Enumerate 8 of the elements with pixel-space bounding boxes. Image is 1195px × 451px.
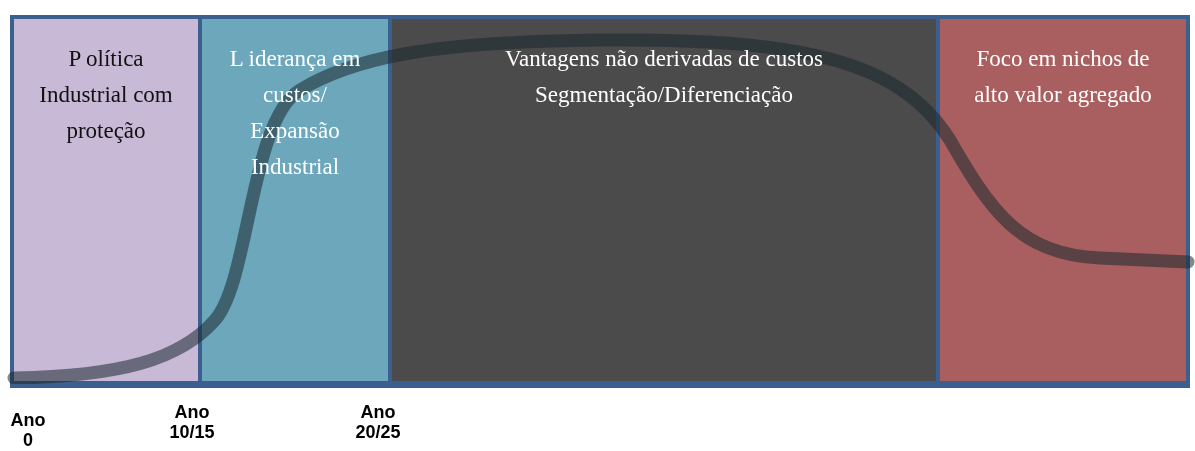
phase-label: Foco em nichos de alto valor agregado <box>973 45 1153 109</box>
axis-label: Ano 10/15 <box>168 402 216 442</box>
axis-label: Ano 20/25 <box>354 402 402 442</box>
axis-label: Ano 0 <box>9 410 47 450</box>
phase-label: Vantagens não derivadas de custos <box>503 45 825 73</box>
phase-label: Segmentação/Diferenciação <box>534 81 794 109</box>
phase-label: L iderança em custos/ Expansão Industrial <box>228 45 362 181</box>
phase-label: P olítica Industrial com proteção <box>38 45 174 145</box>
